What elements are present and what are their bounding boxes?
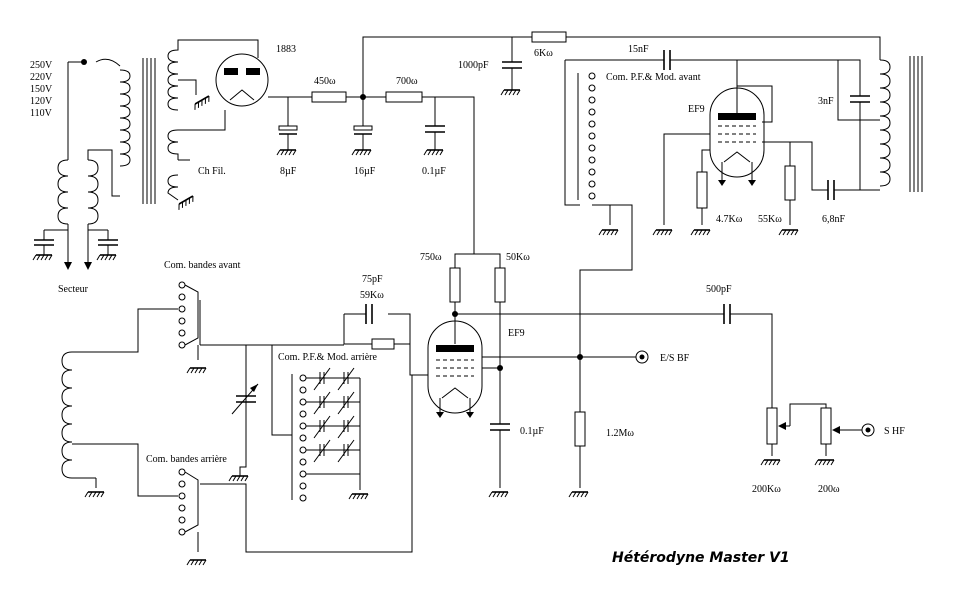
switch-pf-rear-label: Com. P.F.& Mod. arrière bbox=[278, 352, 377, 363]
rectifier-tube bbox=[215, 53, 269, 107]
amplifier-tube bbox=[427, 320, 483, 414]
cap-01b-label: 0.1µF bbox=[520, 426, 544, 437]
resistor-55k-label: 55Kω bbox=[758, 214, 782, 225]
resistor-450 bbox=[311, 91, 347, 103]
cap-75p-label: 75pF bbox=[362, 274, 383, 285]
resistor-750 bbox=[449, 267, 461, 303]
potentiometer-200k-label: 200Kω bbox=[752, 484, 781, 495]
cap-16u-label: 16µF bbox=[354, 166, 376, 177]
resistor-200-label: 200ω bbox=[818, 484, 840, 495]
switch-pf-front-taps bbox=[588, 72, 596, 200]
resistor-6k-label: 6Kω bbox=[534, 48, 553, 59]
oscillator-tube-label: EF9 bbox=[688, 104, 705, 115]
switch-pf-front-label: Com. P.F.& Mod. avant bbox=[606, 72, 701, 83]
resistor-1m2-label: 1.2Mω bbox=[606, 428, 634, 439]
cap-8u-label: 8µF bbox=[280, 166, 297, 177]
resistor-50k bbox=[494, 267, 506, 303]
resistor-4k7 bbox=[696, 171, 708, 209]
mains-voltage-110: 110V bbox=[30, 108, 53, 119]
mains-label: Secteur bbox=[58, 284, 89, 295]
switch-bands-rear-taps bbox=[178, 468, 186, 536]
mains-voltage-250: 250V bbox=[30, 60, 53, 71]
attenuator-section: 200Kω 200ω S HF bbox=[752, 403, 905, 495]
mains-section: 250V 220V 150V 120V 110V Ch Fil. Secteur bbox=[30, 39, 259, 295]
amplifier-tube-label: EF9 bbox=[508, 328, 525, 339]
cap-3n-label: 3nF bbox=[818, 96, 834, 107]
potentiometer-200k bbox=[766, 407, 778, 445]
output-bf-label: E/S BF bbox=[660, 353, 690, 364]
amplifier-section: 750ω 50Kω 500pF EF9 0.1µF 1.2Mω E/S BF bbox=[200, 252, 773, 498]
resistor-50k-label: 50Kω bbox=[506, 252, 530, 263]
rectifier-tube-label: 1883 bbox=[276, 44, 296, 55]
resistor-1m2 bbox=[574, 411, 586, 447]
resistor-4k7-label: 4.7Kω bbox=[716, 214, 743, 225]
switch-bands-rear-label: Com. bandes arrière bbox=[146, 454, 227, 465]
switch-bands-front-label: Com. bandes avant bbox=[164, 260, 241, 271]
mains-voltage-150: 150V bbox=[30, 84, 53, 95]
resistor-700 bbox=[385, 91, 423, 103]
resistor-450-label: 450ω bbox=[314, 76, 336, 87]
output-bf-jack bbox=[635, 350, 649, 364]
resistor-59k bbox=[371, 338, 395, 350]
band-section: Com. bandes avant Com. bandes arrière bbox=[61, 260, 413, 566]
rectifier-section: 1883 450ω 700ω 8µF 16µF 0.1µF 1000pF 6Kω bbox=[215, 31, 881, 254]
cap-15n-label: 15nF bbox=[628, 44, 649, 55]
output-hf-label: S HF bbox=[884, 426, 905, 437]
cap-1000p-label: 1000pF bbox=[458, 60, 489, 71]
switch-bands-front-taps bbox=[178, 281, 186, 349]
cap-6n8-label: 6,8nF bbox=[822, 214, 846, 225]
cap-01a-label: 0.1µF bbox=[422, 166, 446, 177]
resistor-700-label: 700ω bbox=[396, 76, 418, 87]
cap-500p-label: 500pF bbox=[706, 284, 732, 295]
mains-voltage-120: 120V bbox=[30, 96, 53, 107]
resistor-59k-label: 59Kω bbox=[360, 290, 384, 301]
resistor-200 bbox=[820, 407, 832, 445]
resistor-55k bbox=[784, 165, 796, 201]
mains-voltage-220: 220V bbox=[30, 72, 53, 83]
resistor-750-label: 750ω bbox=[420, 252, 442, 263]
filament-label: Ch Fil. bbox=[198, 166, 226, 177]
oscillator-tube bbox=[709, 87, 765, 178]
resistor-6k bbox=[531, 31, 567, 43]
page-title: Hétérodyne Master V1 bbox=[612, 550, 790, 566]
switch-pf-rear: Com. P.F.& Mod. arrière bbox=[271, 345, 377, 502]
output-hf-jack bbox=[861, 423, 875, 437]
oscillator-section: 15nF 3nF Com. P.F.& Mod. avant EF9 4.7Kω bbox=[564, 44, 923, 357]
